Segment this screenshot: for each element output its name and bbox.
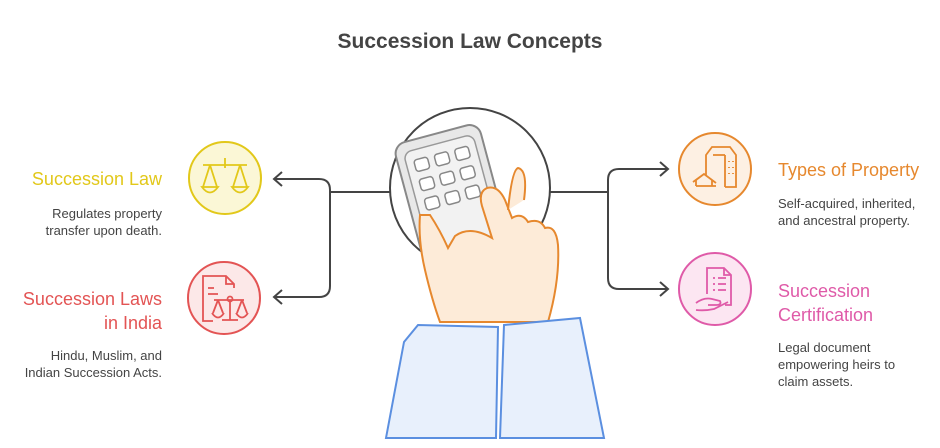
buildings-icon: [678, 132, 752, 206]
hand-holding-calculator-illustration: [384, 107, 606, 439]
document-hand-icon: [678, 252, 752, 326]
succession-certification-heading: Succession Certification: [778, 279, 873, 327]
description-line: empowering heirs to: [778, 357, 896, 372]
arrow-to-succession-law: [272, 171, 390, 193]
scales-icon: [188, 141, 262, 215]
types-of-property-description: Self-acquired, inherited, and ancestral …: [778, 195, 915, 229]
succession-laws-india-description: Hindu, Muslim, and Indian Succession Act…: [0, 347, 162, 381]
heading-line: Succession Laws: [22, 289, 162, 309]
arrow-to-succession-laws-india: [272, 192, 331, 305]
heading-line: Succession: [778, 281, 871, 301]
heading-line: Certification: [778, 305, 874, 325]
description-line: Legal document: [778, 340, 871, 355]
arrow-to-types-of-property: [550, 161, 670, 193]
heading-line: in India: [103, 313, 162, 333]
succession-laws-india-heading: Succession Laws in India: [0, 287, 162, 335]
arrow-to-succession-certification: [607, 192, 670, 297]
succession-certification-description: Legal document empowering heirs to claim…: [778, 339, 895, 390]
types-of-property-heading: Types of Property: [778, 160, 920, 180]
description-line: Regulates property: [52, 206, 162, 221]
connectors: [272, 161, 670, 305]
succession-law-heading: Succession Law: [31, 169, 162, 189]
description-line: claim assets.: [778, 374, 854, 389]
succession-law-description: Regulates property transfer upon death.: [0, 205, 162, 239]
diagram-title: Succession Law Concepts: [337, 30, 603, 53]
description-line: Self-acquired, inherited,: [778, 196, 916, 211]
legal-document-scales-icon: [187, 261, 261, 335]
description-line: and ancestral property.: [778, 213, 910, 228]
description-line: transfer upon death.: [45, 223, 162, 238]
description-line: Indian Succession Acts.: [24, 365, 162, 380]
description-line: Hindu, Muslim, and: [50, 348, 162, 363]
